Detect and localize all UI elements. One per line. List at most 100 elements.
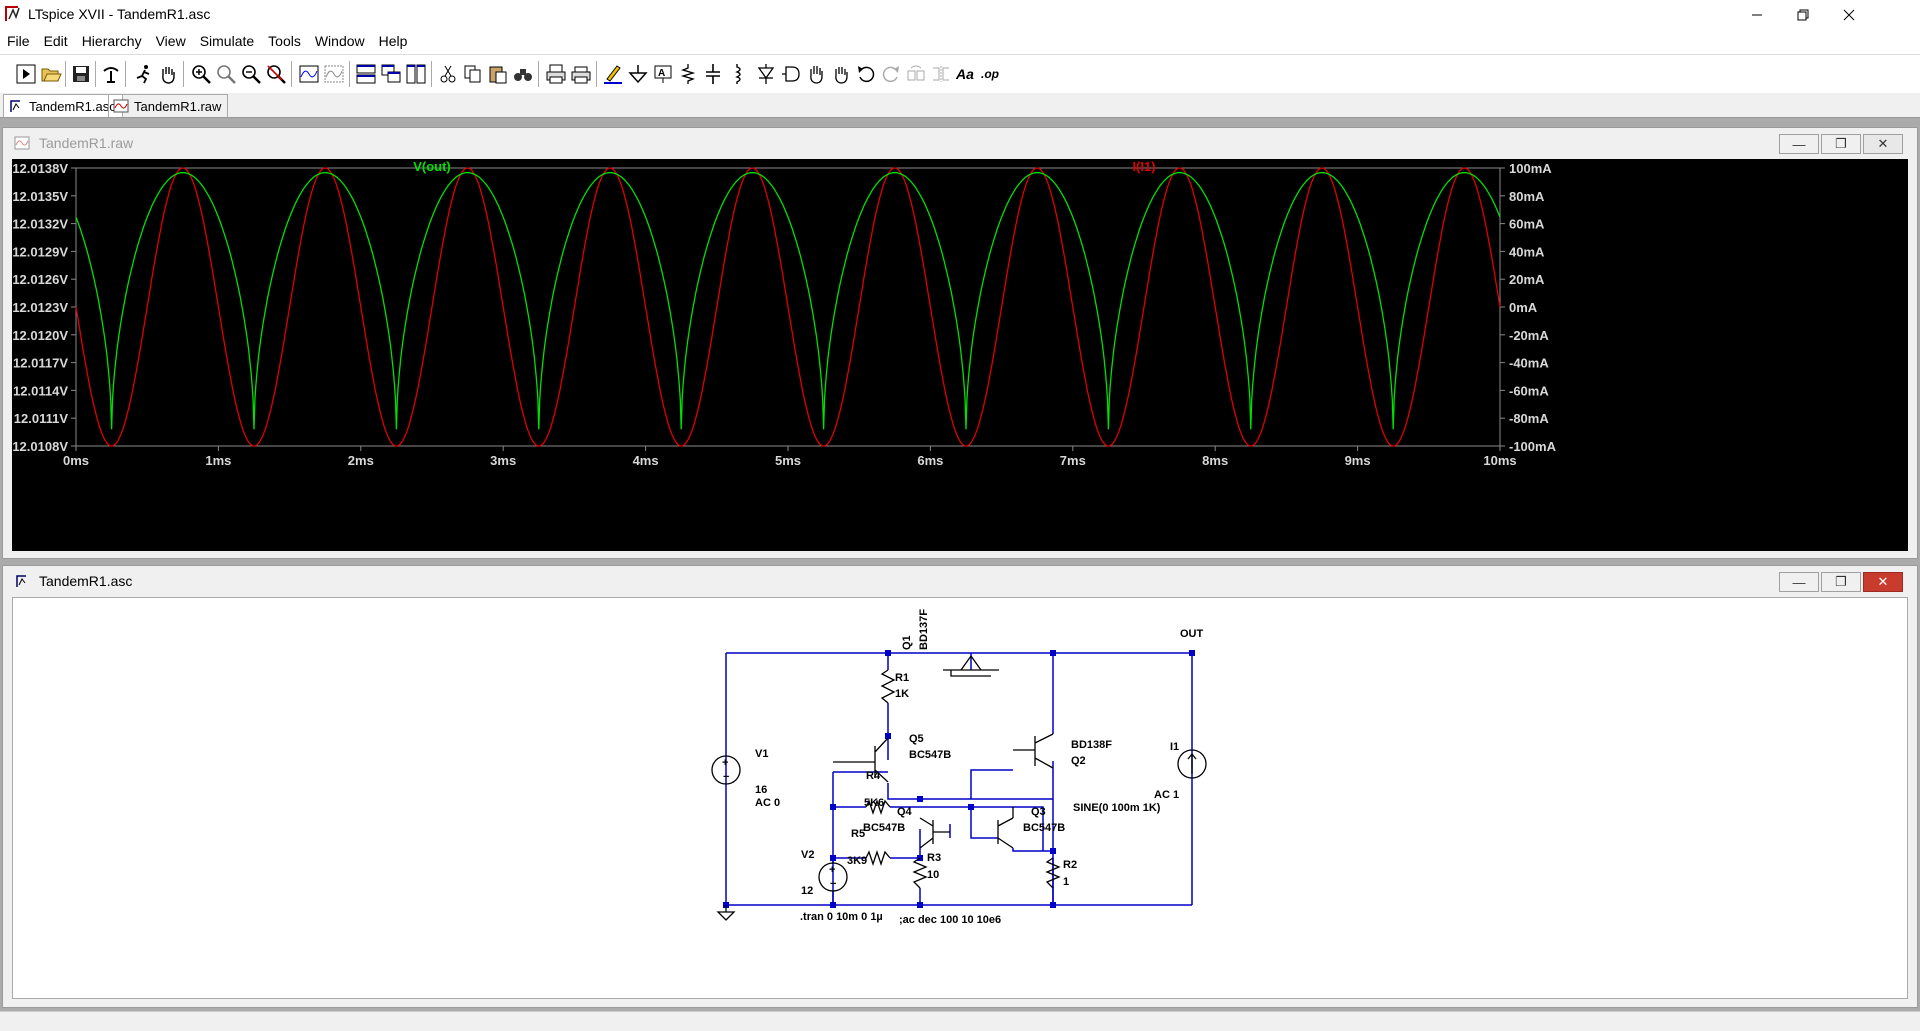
x-tick-label: 4ms bbox=[633, 453, 659, 468]
r3-name: R3 bbox=[927, 852, 941, 864]
redo-button[interactable] bbox=[878, 61, 904, 87]
waveform-minimize-button[interactable]: — bbox=[1779, 134, 1819, 154]
ground-button[interactable] bbox=[625, 61, 651, 87]
tile-horizontal-button[interactable] bbox=[353, 61, 379, 87]
tab-waveform[interactable]: TandemR1.raw bbox=[108, 94, 229, 117]
spice-directive-button[interactable]: .op bbox=[978, 61, 1004, 87]
right-tick-label: 100mA bbox=[1509, 161, 1552, 176]
wires bbox=[725, 652, 1193, 906]
right-tick-label: 0mA bbox=[1509, 300, 1538, 315]
text-button[interactable]: Aa bbox=[953, 61, 979, 87]
schematic-svg[interactable]: + − + − Q1 BD137F OUT R1 1K Q5 BC547B BD… bbox=[13, 598, 1907, 998]
legend-vout[interactable]: V(out) bbox=[413, 159, 451, 174]
zoom-out-button[interactable] bbox=[238, 61, 264, 87]
drag-button[interactable] bbox=[828, 61, 854, 87]
zoom-full-icon bbox=[217, 65, 236, 84]
halt-button[interactable] bbox=[130, 61, 156, 87]
save-button[interactable] bbox=[68, 61, 94, 87]
label-net-button[interactable]: A bbox=[650, 61, 676, 87]
transistor-q1 bbox=[950, 655, 991, 677]
wire-r4 bbox=[833, 806, 1044, 851]
waveform-restore-button[interactable]: ❐ bbox=[1821, 134, 1861, 154]
waveform-window-titlebar[interactable]: TandemR1.raw — ❐ ✕ bbox=[3, 128, 1917, 158]
menu-view[interactable]: View bbox=[155, 33, 186, 49]
open-icon bbox=[41, 68, 62, 82]
waveform-chart-svg[interactable]: 12.0138V12.0135V12.0132V12.0129V12.0126V… bbox=[12, 159, 1908, 551]
find-button[interactable] bbox=[510, 61, 536, 87]
schematic-minimize-button[interactable]: — bbox=[1779, 572, 1819, 592]
x-tick-label: 5ms bbox=[775, 453, 801, 468]
close-button[interactable] bbox=[1826, 0, 1872, 30]
tran-directive[interactable]: .tran 0 10m 0 1µ bbox=[800, 911, 883, 923]
paste-button[interactable] bbox=[485, 61, 511, 87]
resistor-r3 bbox=[912, 857, 928, 889]
waveform-close-button[interactable]: ✕ bbox=[1863, 134, 1903, 154]
pan-icon bbox=[162, 67, 175, 84]
resistor-r4 bbox=[865, 798, 891, 816]
copy-button[interactable] bbox=[460, 61, 486, 87]
tab-schematic[interactable]: TandemR1.asc bbox=[3, 94, 123, 117]
schematic-window-titlebar[interactable]: TandemR1.asc — ❐ ✕ bbox=[3, 566, 1917, 596]
current-source-arrow bbox=[1187, 752, 1197, 774]
undo-button[interactable] bbox=[853, 61, 879, 87]
v2-minus: − bbox=[830, 878, 836, 890]
tile-vertical-button[interactable] bbox=[403, 61, 429, 87]
junction bbox=[968, 804, 974, 810]
print-setup-button[interactable] bbox=[568, 61, 594, 87]
r2-name: R2 bbox=[1063, 859, 1077, 871]
wire-q5 bbox=[887, 736, 1053, 800]
ac-directive[interactable]: ;ac dec 100 10 10e6 bbox=[899, 914, 1001, 926]
inductor-button[interactable] bbox=[725, 61, 751, 87]
zoom-in-icon bbox=[192, 65, 211, 84]
schematic-close-button[interactable]: ✕ bbox=[1863, 572, 1903, 592]
cut-button[interactable] bbox=[435, 61, 461, 87]
left-tick-label: 12.0123V bbox=[12, 300, 68, 315]
capacitor-button[interactable] bbox=[700, 61, 726, 87]
menu-window[interactable]: Window bbox=[314, 33, 365, 49]
waveform-window-title: TandemR1.raw bbox=[39, 135, 134, 151]
zoom-cancel-icon bbox=[267, 65, 286, 84]
cascade-button[interactable] bbox=[378, 61, 404, 87]
menu-help[interactable]: Help bbox=[378, 33, 408, 49]
redo-icon bbox=[882, 66, 899, 83]
autorange-button[interactable] bbox=[296, 61, 322, 87]
menu-simulate[interactable]: Simulate bbox=[199, 33, 255, 49]
control-panel-button[interactable] bbox=[98, 61, 124, 87]
r1-value: 1K bbox=[895, 688, 909, 700]
open-button[interactable] bbox=[38, 61, 64, 87]
restore-button[interactable] bbox=[1780, 0, 1826, 30]
rotate-button[interactable] bbox=[903, 61, 929, 87]
component-button[interactable] bbox=[778, 61, 804, 87]
schematic-canvas[interactable]: + − + − Q1 BD137F OUT R1 1K Q5 BC547B BD… bbox=[12, 597, 1908, 999]
resistor-r1 bbox=[880, 669, 896, 704]
menu-file[interactable]: File bbox=[7, 33, 30, 49]
move-button[interactable] bbox=[803, 61, 829, 87]
v2-value: 12 bbox=[801, 885, 813, 897]
print-button[interactable] bbox=[543, 61, 569, 87]
minimize-button[interactable] bbox=[1734, 0, 1780, 30]
pan-button[interactable] bbox=[155, 61, 181, 87]
diode-button[interactable] bbox=[753, 61, 779, 87]
schematic-restore-button[interactable]: ❐ bbox=[1821, 572, 1861, 592]
r4-name: R4 bbox=[866, 770, 881, 782]
waveform-settings-button[interactable] bbox=[321, 61, 347, 87]
zoom-in-button[interactable] bbox=[188, 61, 214, 87]
zoom-cancel-button[interactable] bbox=[263, 61, 289, 87]
legend-ii1[interactable]: I(I1) bbox=[1132, 159, 1155, 174]
restore-icon: ❐ bbox=[1835, 136, 1847, 151]
left-tick-label: 12.0117V bbox=[13, 356, 68, 371]
schematic-window-title: TandemR1.asc bbox=[39, 573, 133, 589]
menu-hierarchy[interactable]: Hierarchy bbox=[81, 33, 142, 49]
resistor-button[interactable] bbox=[675, 61, 701, 87]
menu-tools[interactable]: Tools bbox=[268, 33, 301, 49]
left-tick-label: 12.0126V bbox=[12, 272, 68, 287]
cascade-icon bbox=[381, 64, 401, 83]
zoom-full-button[interactable] bbox=[213, 61, 239, 87]
draw-wire-button[interactable] bbox=[600, 61, 626, 87]
menu-edit[interactable]: Edit bbox=[43, 33, 68, 49]
mirror-button[interactable] bbox=[928, 61, 954, 87]
run-button[interactable] bbox=[13, 61, 39, 87]
